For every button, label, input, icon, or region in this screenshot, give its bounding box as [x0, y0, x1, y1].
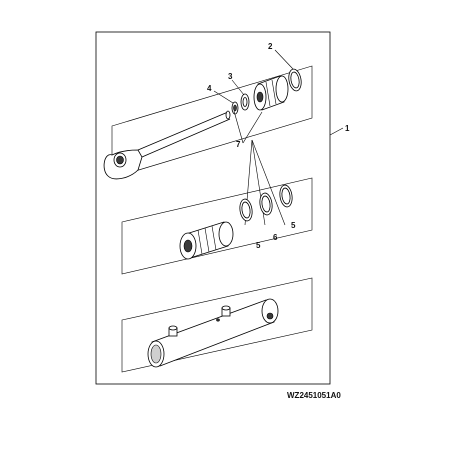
- callout-4-label: 4: [207, 84, 212, 93]
- diagram-frame: [95, 31, 331, 385]
- piston-rod: [103, 110, 231, 180]
- callout-2-leader: [274, 49, 294, 70]
- callout-7-label: 7: [236, 140, 241, 149]
- callout-3-label: 3: [228, 72, 233, 81]
- callout-5b-label: 5: [291, 221, 296, 230]
- part-2-o-ring: [288, 68, 302, 92]
- drawing-code: WZ2451051A0: [287, 391, 341, 400]
- barrel-panel: [121, 277, 313, 373]
- callout-2-label: 2: [268, 42, 273, 51]
- seals-panel: [121, 177, 313, 275]
- part-6-ring: [259, 192, 273, 216]
- callout-1-label: 1: [345, 124, 350, 133]
- cylinder-barrel: [147, 298, 279, 368]
- callout-5a-label: 5: [256, 241, 261, 250]
- part-5-ring-left: [239, 198, 253, 222]
- callout-6-label: 6: [273, 233, 278, 242]
- gland: [179, 221, 234, 260]
- part-5-ring-right: [279, 184, 293, 208]
- part-4-nut: [231, 101, 239, 115]
- callout-1-leader: [329, 127, 344, 136]
- callout-3-leader: [231, 79, 245, 96]
- part-3-ring: [240, 93, 250, 111]
- callout-4-leader: [213, 90, 234, 104]
- piston: [253, 75, 289, 111]
